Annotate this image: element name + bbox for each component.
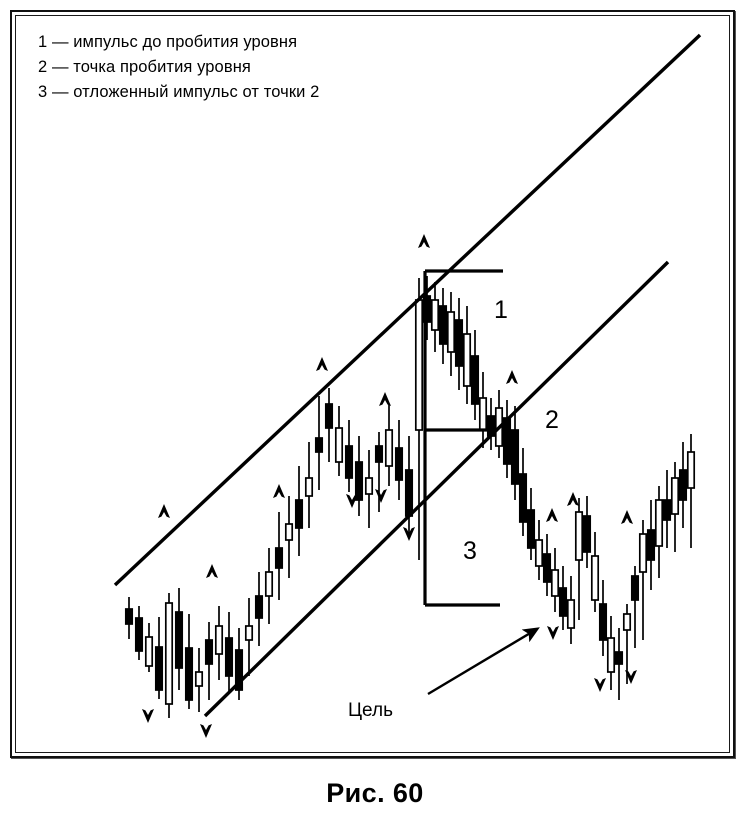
annotation-label-2: 2	[545, 406, 559, 434]
legend-item-3: 3 — отложенный импульс от точки 2	[38, 83, 320, 102]
legend: 1 — импульс до пробития уровня 2 — точка…	[38, 30, 458, 105]
figure-frame-inner-border	[15, 15, 730, 753]
target-label: Цель	[348, 700, 393, 721]
legend-item-1: 1 — импульс до пробития уровня	[38, 33, 298, 51]
legend-item-2: 2 — точка пробития уровня	[38, 58, 251, 77]
annotation-label-3: 3	[463, 537, 477, 565]
figure-frame	[10, 10, 735, 758]
figure-caption: Рис. 60	[326, 778, 424, 808]
annotation-label-1: 1	[494, 296, 508, 324]
